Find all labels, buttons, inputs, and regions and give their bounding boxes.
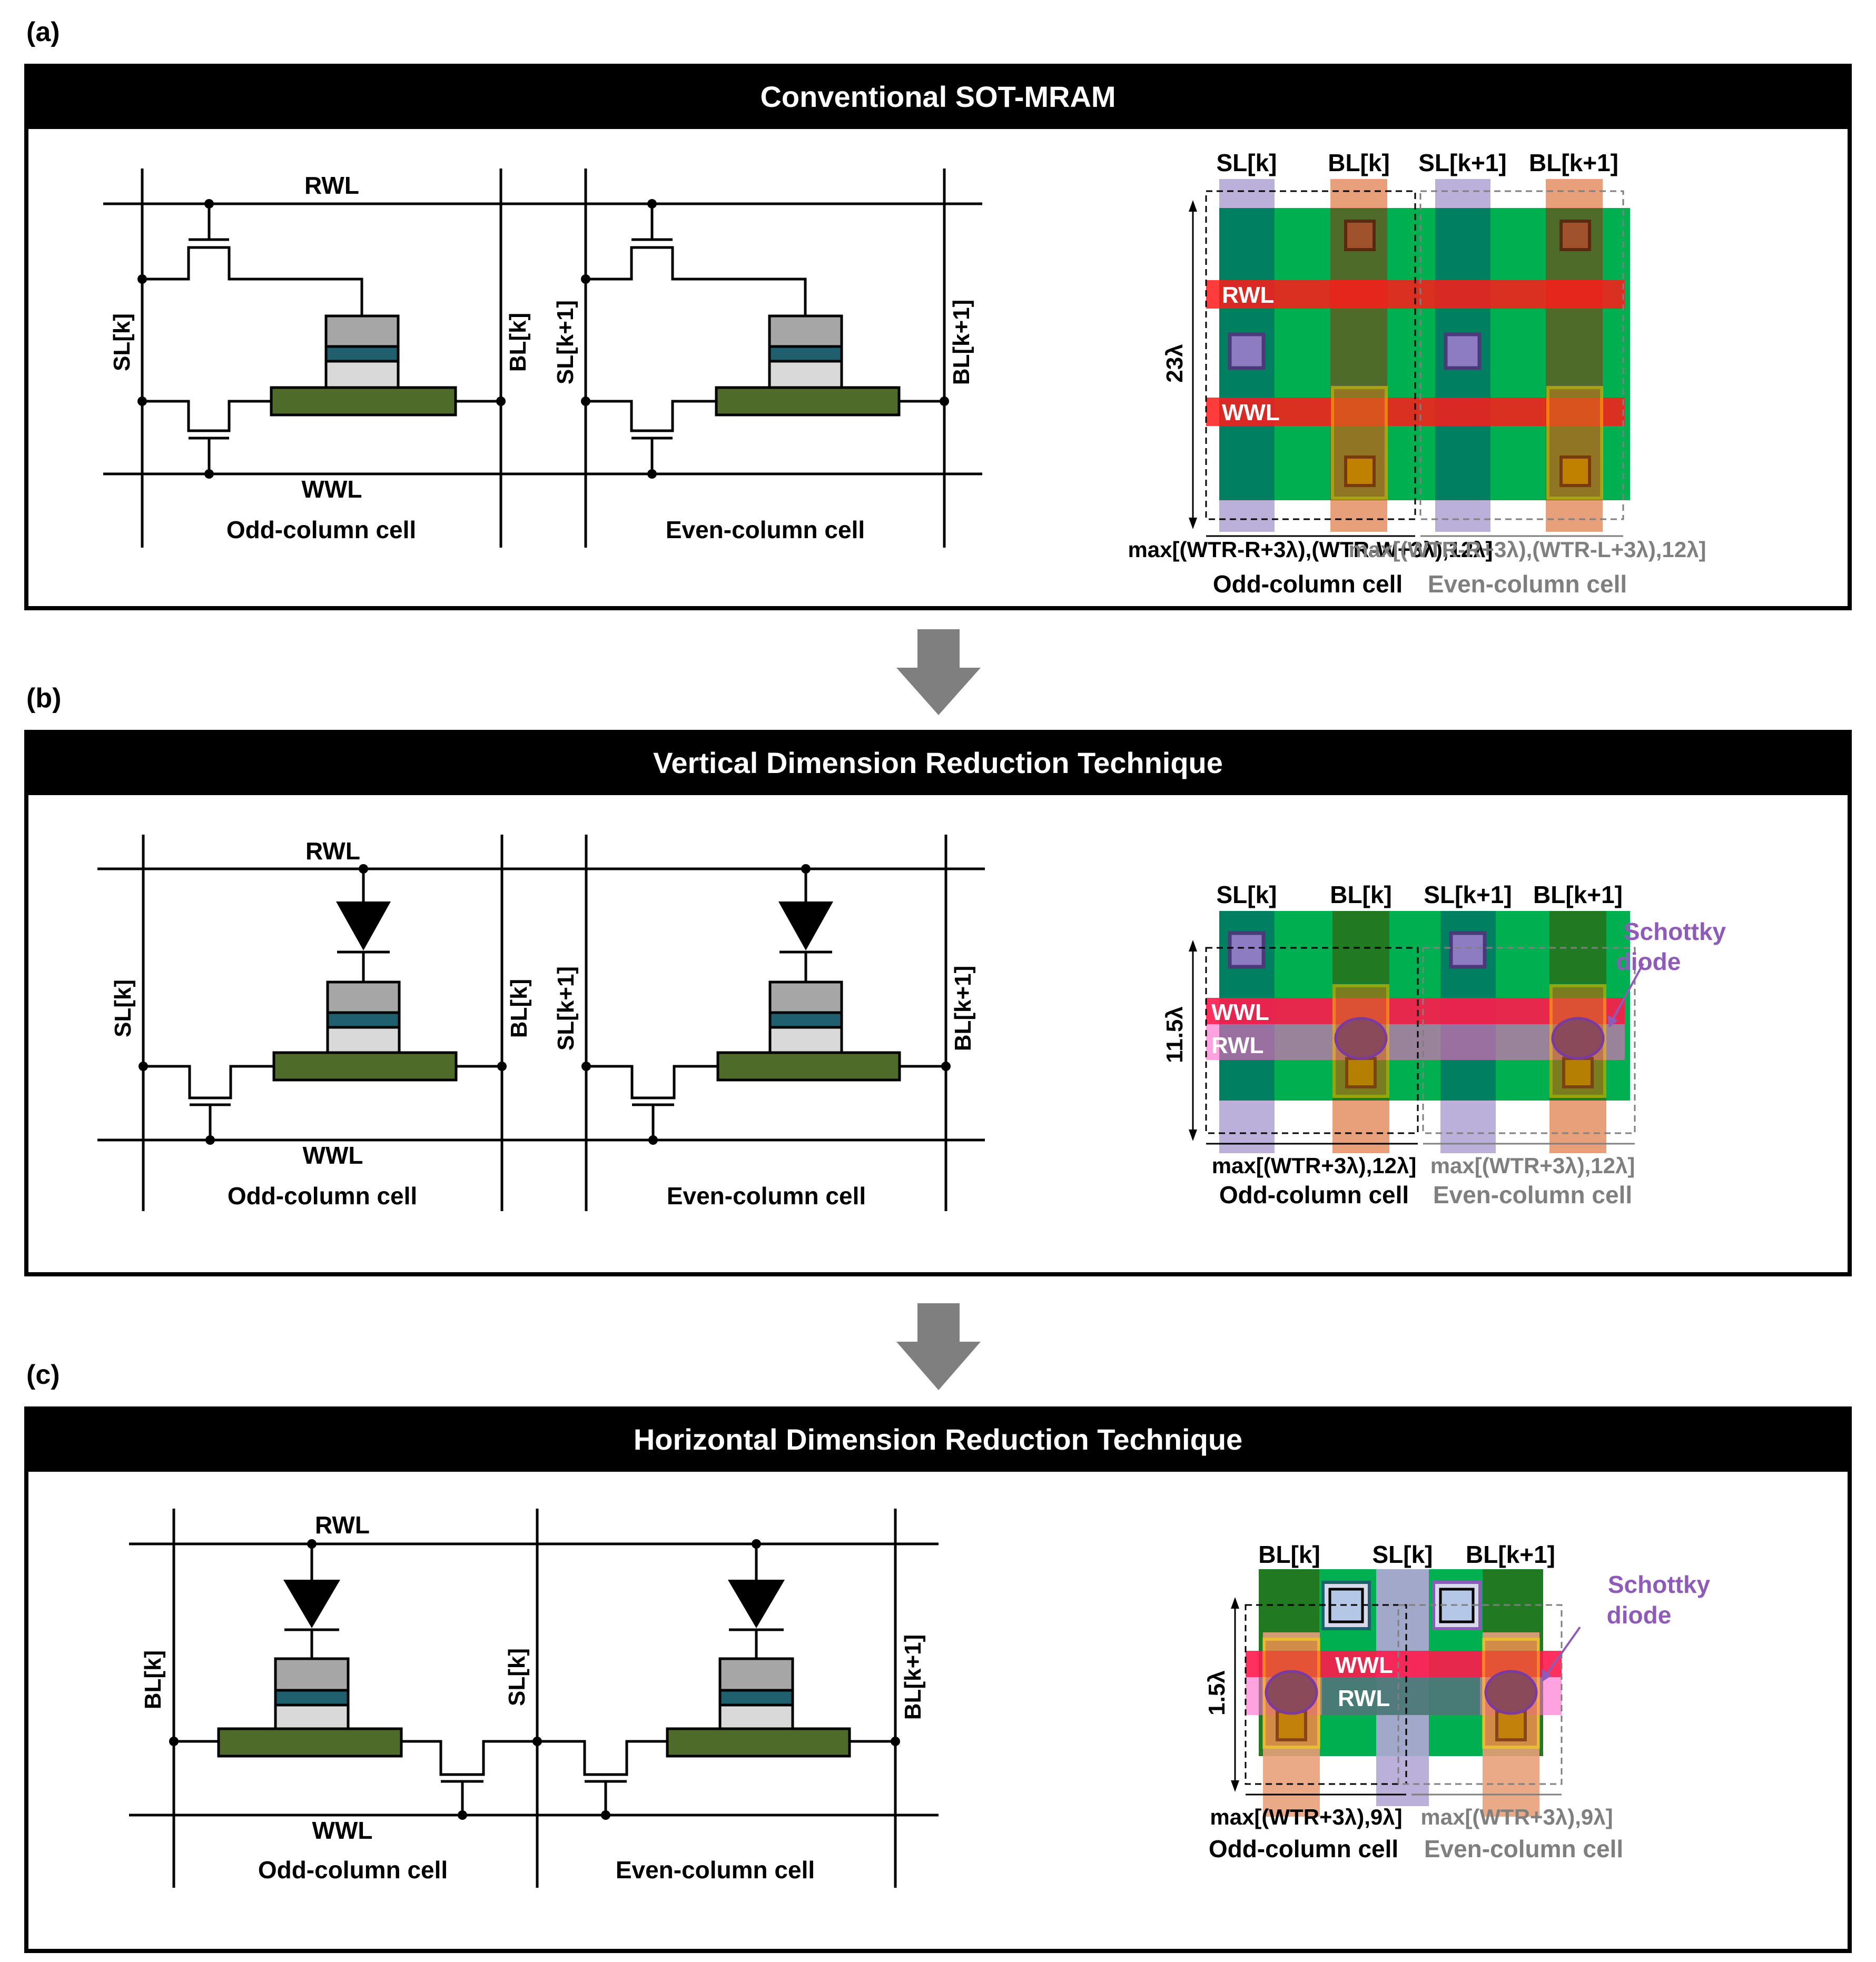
a-row2-label: WWL: [1222, 400, 1280, 425]
panel-c-tag: (c): [26, 1360, 60, 1390]
b-row2-label: RWL: [1211, 1033, 1263, 1058]
panel-c-diodes: [283, 1580, 785, 1628]
b-cell2-right-label: BL[k+1]: [950, 966, 976, 1052]
c-mid-line-label: SL[k]: [504, 1648, 530, 1706]
b-rwl-label: RWL: [305, 837, 360, 865]
b-cell1-right-label: BL[k]: [506, 979, 532, 1038]
a-cell2-left-label: SL[k+1]: [552, 300, 578, 384]
c-callout-line2: diode: [1607, 1601, 1672, 1629]
panel-b-mtj-1: [272, 980, 458, 1082]
panel-b-tag: (b): [26, 683, 61, 714]
a-cell2-caption: Even-column cell: [666, 516, 865, 543]
b-callout-line1: Schottky: [1624, 918, 1726, 945]
a-row1-label: RWL: [1222, 282, 1274, 308]
panel-a-schematic: [103, 169, 982, 548]
panel-b-title: Vertical Dimension Reduction Technique: [653, 746, 1223, 779]
c-even-caption: Even-column cell: [1424, 1835, 1623, 1862]
panel-b-dots: [139, 864, 951, 1145]
b-wwl-label: WWL: [303, 1142, 363, 1169]
b-cell2-left-label: SL[k+1]: [553, 966, 579, 1051]
c-right-line-label: BL[k+1]: [900, 1634, 926, 1720]
b-odd-formula: max[(WTR+3λ),12λ]: [1212, 1153, 1417, 1178]
b-odd-caption: Odd-column cell: [1219, 1181, 1409, 1208]
c-left-line-label: BL[k]: [140, 1650, 166, 1709]
a-rwl-label: RWL: [304, 172, 359, 199]
a-even-caption: Even-column cell: [1428, 570, 1627, 598]
b-cell2-caption: Even-column cell: [667, 1182, 866, 1210]
panel-c-dots: [169, 1539, 900, 1820]
b-col-label-4: BL[k+1]: [1533, 881, 1623, 908]
panel-b-mtj-2: [716, 980, 901, 1082]
c-odd-caption: Odd-column cell: [1209, 1835, 1398, 1862]
a-even-formula: max[(WTR-R+3λ),(WTR-L+3λ),12λ]: [1348, 537, 1706, 562]
panel-b-schematic: [97, 835, 985, 1211]
c-cell1-caption: Odd-column cell: [258, 1856, 448, 1884]
panel-a-tag: (a): [26, 17, 60, 47]
a-wwl-label: WWL: [302, 475, 362, 503]
a-col-label-3: SL[k+1]: [1418, 149, 1506, 176]
c-col-label-3: BL[k+1]: [1466, 1541, 1555, 1568]
down-arrow-1: [896, 629, 981, 715]
down-arrow-2: [896, 1303, 981, 1390]
a-cell2-right-label: BL[k+1]: [949, 300, 974, 385]
b-col-label-1: SL[k]: [1217, 881, 1277, 908]
c-callout-line1: Schottky: [1608, 1571, 1711, 1598]
panel-c-mtj-2: [666, 1657, 851, 1758]
panel-a-mtj-2: [715, 314, 901, 417]
panel-c-layout: [1231, 1569, 1581, 1817]
b-cell1-caption: Odd-column cell: [228, 1182, 417, 1210]
c-even-formula: max[(WTR+3λ),9λ]: [1420, 1805, 1613, 1829]
c-wwl-label: WWL: [312, 1817, 373, 1844]
panel-c-mtj-1: [217, 1657, 403, 1758]
panel-b-layout: [1189, 911, 1644, 1153]
c-cell2-caption: Even-column cell: [616, 1856, 815, 1884]
panel-a-dots: [137, 199, 949, 479]
c-row2-label: RWL: [1338, 1686, 1390, 1711]
b-col-label-2: BL[k]: [1330, 881, 1392, 908]
a-col-label-2: BL[k]: [1328, 149, 1390, 176]
b-even-formula: max[(WTR+3λ),12λ]: [1430, 1153, 1635, 1178]
b-col-label-3: SL[k+1]: [1424, 881, 1512, 908]
c-rwl-label: RWL: [315, 1511, 370, 1539]
a-odd-formula: max[(WTR-R+3λ),(WTR-W+3λ),12λ]: [1128, 537, 1493, 562]
panel-c-title: Horizontal Dimension Reduction Technique: [634, 1423, 1242, 1456]
panel-a-layout: [1189, 179, 1630, 537]
a-col-label-4: BL[k+1]: [1529, 149, 1618, 176]
c-height-dim: 1.5λ: [1204, 1670, 1230, 1716]
a-col-label-1: SL[k]: [1217, 149, 1277, 176]
a-cell1-left-label: SL[k]: [109, 313, 135, 371]
a-cell1-caption: Odd-column cell: [226, 516, 416, 543]
panel-c-schematic: [129, 1509, 939, 1888]
panel-a-title: Conventional SOT-MRAM: [760, 80, 1115, 113]
panel-a-mtj-1: [270, 314, 457, 417]
c-col-label-1: BL[k]: [1258, 1541, 1320, 1568]
a-cell1-right-label: BL[k]: [505, 313, 531, 372]
b-row1-label: WWL: [1211, 999, 1269, 1025]
a-odd-caption: Odd-column cell: [1213, 570, 1403, 598]
a-height-dim: 23λ: [1162, 344, 1188, 382]
c-col-label-2: SL[k]: [1373, 1541, 1433, 1568]
c-row1-label: WWL: [1335, 1652, 1393, 1678]
c-odd-formula: max[(WTR+3λ),9λ]: [1210, 1805, 1402, 1829]
panel-b-diodes: [336, 901, 833, 950]
b-height-dim: 11.5λ: [1162, 1006, 1188, 1063]
b-cell1-left-label: SL[k]: [110, 979, 136, 1037]
b-even-caption: Even-column cell: [1433, 1181, 1632, 1208]
b-callout-line2: diode: [1616, 948, 1681, 975]
